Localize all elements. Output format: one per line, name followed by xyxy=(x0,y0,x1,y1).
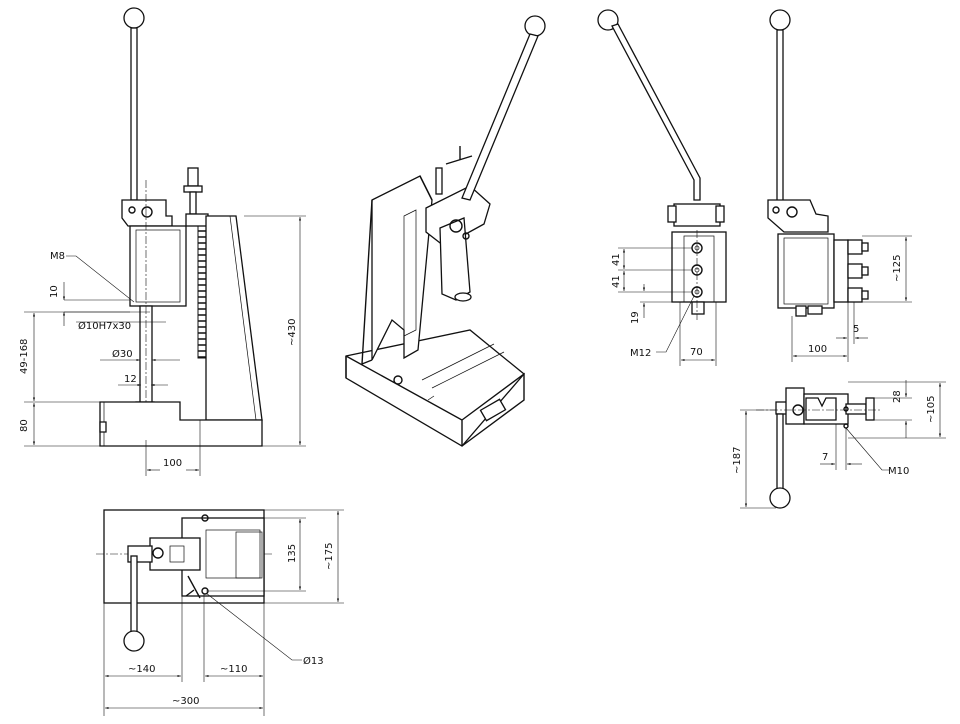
dim-28: 28 xyxy=(892,390,903,403)
dim-140: ~140 xyxy=(128,664,155,675)
dim-10: 10 xyxy=(49,285,60,298)
dim-125: ~125 xyxy=(892,255,903,282)
label-d13: Ø13 xyxy=(303,655,324,667)
iso-column xyxy=(371,175,433,361)
front-view: M8 10 Ø10H7x30 Ø30 12 49-168 80 xyxy=(19,7,306,476)
dim-187: ~187 xyxy=(732,447,743,474)
iso-lever-knob xyxy=(524,15,546,37)
top-lever-knob xyxy=(123,630,145,652)
label-m8: M8 xyxy=(50,251,65,262)
ram-front-lever xyxy=(611,23,701,201)
dim-135: 135 xyxy=(287,544,298,563)
dim-30: Ø30 xyxy=(112,348,133,360)
dim-110: ~110 xyxy=(220,664,247,675)
label-m12: M12 xyxy=(630,348,651,359)
dim-7: 7 xyxy=(822,452,828,463)
ram-housing xyxy=(129,225,187,307)
dim-100-front: 100 xyxy=(163,458,182,469)
dim-175: ~175 xyxy=(324,543,335,570)
pinion-hub xyxy=(121,199,173,227)
iso-lever xyxy=(461,33,539,201)
lever-knob xyxy=(123,7,145,29)
label-bore: Ø10H7x30 xyxy=(78,320,131,332)
dim-19: 19 xyxy=(630,311,641,324)
dim-300: ~300 xyxy=(172,696,199,707)
ram-front-view: 41 41 19 M12 70 xyxy=(597,9,727,366)
ram-side-view: ~125 5 100 xyxy=(767,9,912,362)
dim-41-lower: 41 xyxy=(611,275,622,288)
label-m10: M10 xyxy=(888,466,909,477)
ram-top-view: 28 ~105 ~187 7 M10 xyxy=(732,380,946,509)
dim-80: 80 xyxy=(19,419,30,432)
top-view: 135 ~175 Ø13 ~140 ~110 ~300 xyxy=(96,509,344,716)
dim-100-side: 100 xyxy=(808,344,827,355)
lever-shaft xyxy=(130,27,138,201)
dim-49-168: 49-168 xyxy=(19,339,30,374)
dim-430: ~430 xyxy=(287,319,298,346)
dim-70: 70 xyxy=(690,347,703,358)
ram-side-body xyxy=(777,233,835,309)
dim-41-upper: 41 xyxy=(611,253,622,266)
isometric-view xyxy=(345,15,546,447)
dim-105: ~105 xyxy=(926,396,937,423)
dim-5: 5 xyxy=(853,324,859,335)
dim-12: 12 xyxy=(124,374,137,385)
